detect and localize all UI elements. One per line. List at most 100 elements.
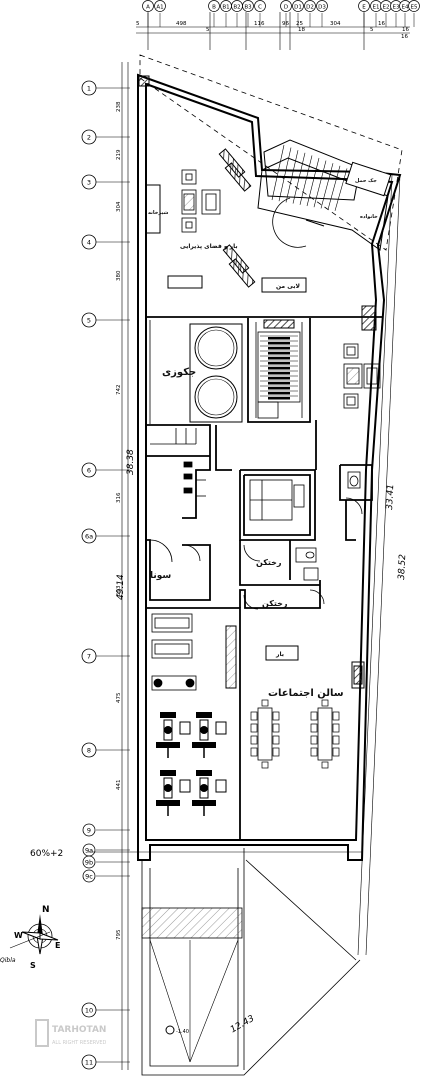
svg-text:7: 7 xyxy=(87,653,91,661)
svg-text:11: 11 xyxy=(85,1059,93,1067)
svg-text:2: 2 xyxy=(87,134,91,142)
svg-text:6a: 6a xyxy=(85,533,93,541)
cabinet-label: شیرخانه xyxy=(148,210,169,216)
svg-text:9b: 9b xyxy=(85,859,93,867)
top-grid-bubble: B3 xyxy=(242,0,254,27)
door-arc xyxy=(272,197,307,248)
svg-text:9a: 9a xyxy=(85,847,93,855)
watermark-logo: TARHOTAN ALL RIGHT RESERVED xyxy=(35,1019,107,1047)
door-leaf xyxy=(305,219,325,227)
ramp-hatch xyxy=(141,907,243,939)
left-grid-bubble: 6 xyxy=(81,462,130,478)
meeting-table xyxy=(250,699,280,769)
svg-text:E: E xyxy=(362,5,366,11)
top-grid-bubble: D3 xyxy=(316,0,328,27)
svg-text:5: 5 xyxy=(206,27,210,33)
svg-text:D3: D3 xyxy=(318,5,326,11)
svg-text:16: 16 xyxy=(402,27,409,33)
svg-text:16: 16 xyxy=(401,34,408,40)
svg-text:25: 25 xyxy=(296,21,303,27)
left-overall-dim-inner: 38.38 xyxy=(126,449,136,475)
stair-landing xyxy=(257,401,279,419)
left-dim-text: 593 xyxy=(116,585,122,596)
svg-text:10: 10 xyxy=(85,1007,93,1015)
svg-text:304: 304 xyxy=(330,21,341,27)
room-label-laundry-2: رختکن xyxy=(262,599,288,608)
top-grid-bubble: A1 xyxy=(154,0,166,27)
bar-counter xyxy=(167,275,203,289)
elevator xyxy=(249,479,305,521)
lower-level-text: -1.40 xyxy=(176,1029,189,1035)
svg-text:ALL RIGHT RESERVED: ALL RIGHT RESERVED xyxy=(52,1040,107,1046)
room-label-bar: بار و فضای پذیرایی xyxy=(180,243,238,250)
lounge-furniture-right xyxy=(343,343,381,409)
left-grid-bubble: 2 xyxy=(81,129,130,145)
left-dim-text: 304 xyxy=(116,201,122,212)
left-grid-bubble: 6a xyxy=(81,528,130,544)
gym-machine xyxy=(156,770,191,816)
left-dim-text: 441 xyxy=(116,780,122,791)
svg-text:5: 5 xyxy=(136,21,140,27)
svg-text:D1: D1 xyxy=(294,5,302,11)
svg-text:A: A xyxy=(146,5,150,11)
room-label-laundry-1: رختکن xyxy=(256,558,282,567)
gym-machines xyxy=(156,712,227,816)
svg-text:4: 4 xyxy=(87,239,91,247)
left-dim-text: 219 xyxy=(116,149,122,160)
compass-west: W xyxy=(14,931,23,940)
left-grid-bubble: 1 xyxy=(81,80,130,96)
stair-treads xyxy=(271,144,348,211)
bottom-overall-dim: 12.43 xyxy=(229,1014,257,1036)
top-dimension-texts: 5 498 5 116 96 18 304 16 5 16 25 16 xyxy=(136,21,409,40)
svg-text:5: 5 xyxy=(370,27,374,33)
svg-text:E2: E2 xyxy=(383,5,390,11)
room-label-jacuzzi: جکوزی xyxy=(162,367,196,378)
room-label-lobby: لابی من xyxy=(276,283,300,290)
wc-door-2 xyxy=(309,589,325,605)
left-grid-bubble: 4 xyxy=(81,234,130,250)
svg-text:18: 18 xyxy=(298,27,305,33)
shower-cubicles xyxy=(150,428,206,497)
lounge-furniture-upper xyxy=(181,169,221,233)
left-grid-bubble: 10 xyxy=(81,1002,130,1018)
svg-text:E5: E5 xyxy=(411,5,418,11)
top-grid-bubble: C xyxy=(254,0,266,27)
svg-text:E3: E3 xyxy=(393,5,400,11)
svg-text:8: 8 xyxy=(87,747,91,755)
top-grid-bubble: E1 xyxy=(370,0,382,27)
top-grid-bubble: D2 xyxy=(304,0,316,27)
interior-walls xyxy=(146,316,382,840)
svg-text:A1: A1 xyxy=(156,5,163,11)
central-stair-treads xyxy=(260,335,298,400)
svg-text:E1: E1 xyxy=(373,5,380,11)
svg-text:116: 116 xyxy=(254,21,265,27)
left-dimension-line xyxy=(121,62,129,1070)
svg-text:B2: B2 xyxy=(233,5,240,11)
top-grid-bubble: B xyxy=(208,0,220,27)
fireplace-inner xyxy=(353,665,363,685)
room-label-bar-small: بار xyxy=(275,651,284,658)
level-mark-text: 60%+2 xyxy=(30,849,63,859)
central-stair xyxy=(257,331,301,403)
jacuzzi xyxy=(189,323,243,423)
compass-east: E xyxy=(55,941,60,950)
svg-text:E4: E4 xyxy=(402,5,409,11)
ramp-lines xyxy=(149,939,239,1063)
wc-fixtures xyxy=(295,471,361,581)
svg-text:3: 3 xyxy=(87,179,91,187)
corner-column xyxy=(138,75,150,87)
room-label-sauna: سونا xyxy=(150,571,171,581)
stair-label: جک حمل xyxy=(355,178,377,184)
svg-text:B: B xyxy=(212,5,216,11)
gym-machine xyxy=(192,712,227,758)
left-grid-bubble: 9 xyxy=(82,823,130,837)
left-dim-text: 380 xyxy=(116,270,122,281)
left-grid-bubble: 9a xyxy=(82,843,130,857)
svg-text:B3: B3 xyxy=(244,5,252,11)
thin-walls xyxy=(141,320,361,1076)
left-grid-bubble: 9b xyxy=(82,855,130,869)
laundry-door-2 xyxy=(243,594,259,610)
